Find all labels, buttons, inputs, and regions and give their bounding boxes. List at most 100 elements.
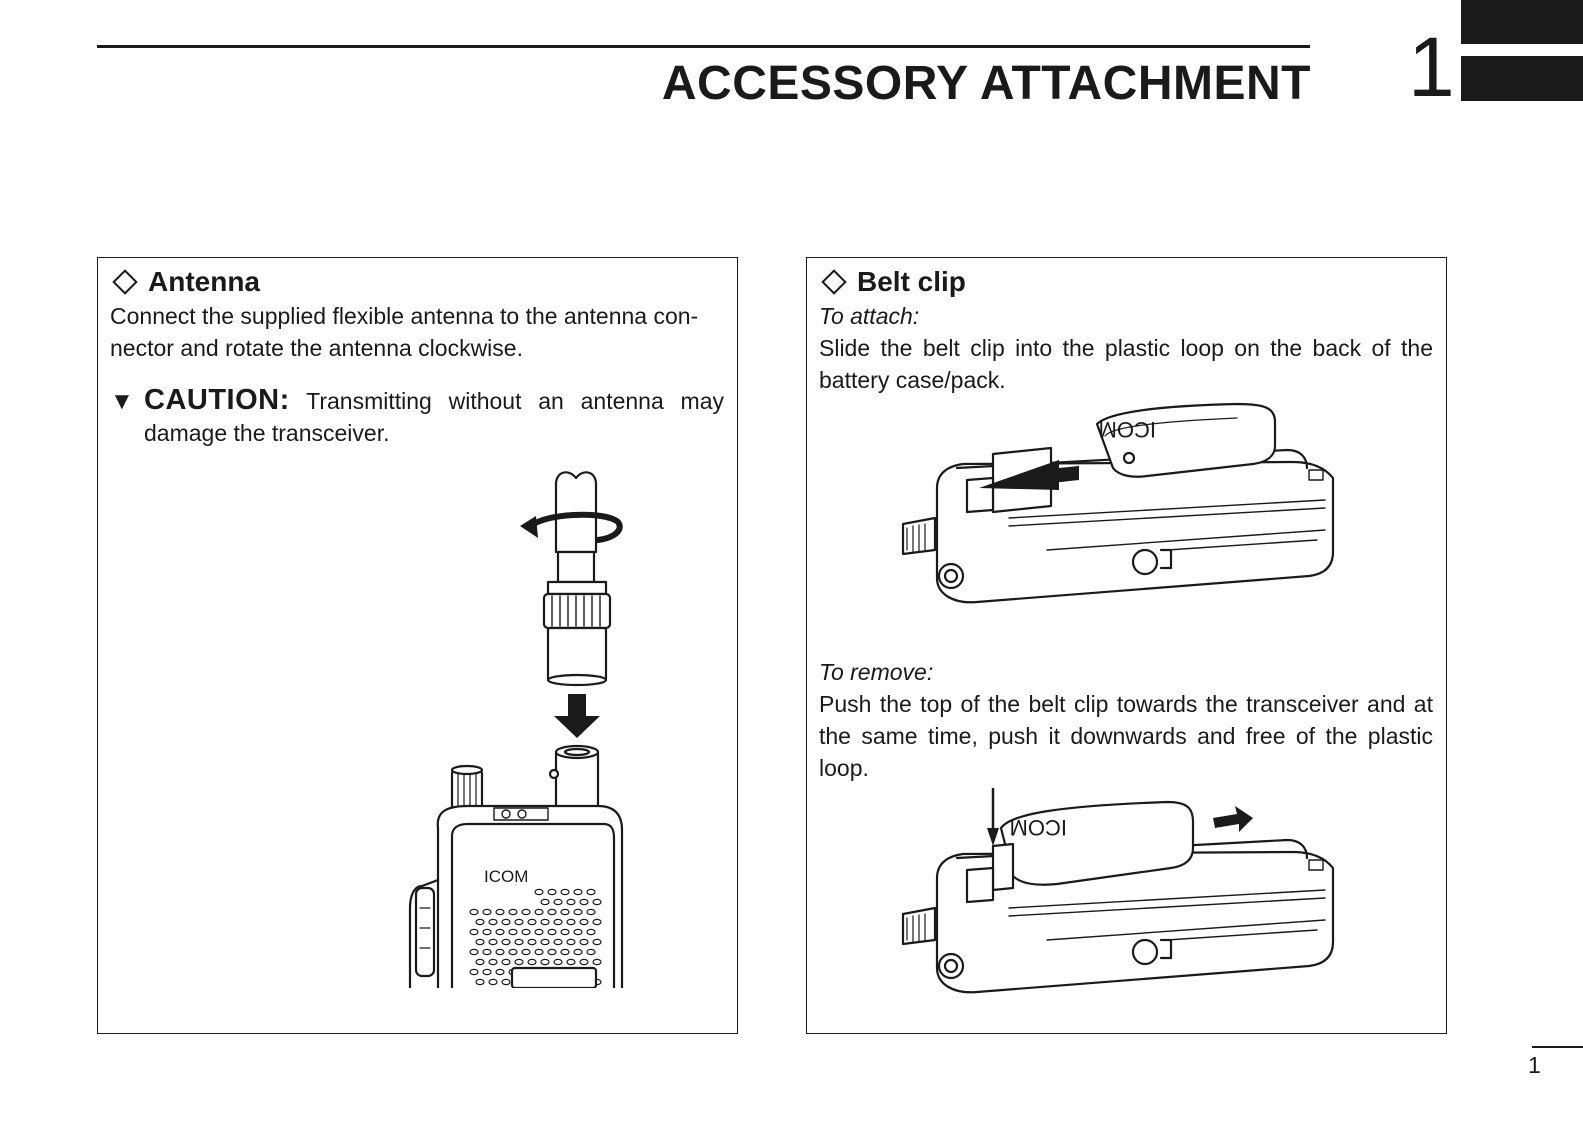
page-number: 1	[1528, 1052, 1541, 1078]
speaker-grille-hole	[488, 938, 498, 946]
speaker-grille-hole	[534, 948, 544, 956]
page-title: ACCESSORY ATTACHMENT	[661, 57, 1311, 110]
speaker-grille-hole	[488, 918, 498, 926]
speaker-grille-hole	[586, 908, 596, 916]
speaker-grille-hole	[553, 898, 563, 906]
antenna-heading: Antenna	[110, 264, 260, 300]
footer-rule	[1532, 1046, 1583, 1048]
speaker-grille-hole	[592, 898, 602, 906]
speaker-grille-hole	[514, 958, 524, 966]
belt-clip-heading-text: Belt clip	[857, 266, 966, 297]
caution-triangle-icon: ▼	[110, 388, 134, 415]
speaker-grille-hole	[560, 948, 570, 956]
speaker-grille-hole	[586, 928, 596, 936]
radio-brand-label: ICOM	[484, 867, 528, 886]
speaker-grille-hole	[469, 908, 479, 916]
speaker-grille-hole	[501, 938, 511, 946]
speaker-grille-hole	[566, 898, 576, 906]
belt-clip-attach-illustration: ICOM	[901, 402, 1335, 604]
speaker-grille-hole	[553, 938, 563, 946]
speaker-grille-hole	[592, 958, 602, 966]
chapter-tab-upper	[1461, 0, 1583, 44]
speaker-grille-hole	[534, 888, 544, 896]
speaker-grille-hole	[586, 948, 596, 956]
speaker-grille-hole	[482, 908, 492, 916]
speaker-grille-hole	[534, 908, 544, 916]
speaker-grille-hole	[579, 898, 589, 906]
speaker-grille-hole	[527, 918, 537, 926]
speaker-grille-hole	[573, 908, 583, 916]
speaker-grille-hole	[592, 918, 602, 926]
speaker-grille-hole	[521, 948, 531, 956]
speaker-grille-hole	[501, 958, 511, 966]
speaker-grille-hole	[475, 978, 485, 986]
speaker-grille-hole	[469, 948, 479, 956]
speaker-grille-hole	[547, 928, 557, 936]
belt-clip-section: Belt clip To attach: Slide the belt clip…	[806, 257, 1447, 1034]
header-rule	[97, 45, 1310, 48]
speaker-grille-hole	[495, 908, 505, 916]
down-arrow-icon	[554, 694, 600, 738]
speaker-grille-hole	[553, 918, 563, 926]
speaker-grille-hole	[540, 958, 550, 966]
speaker-grille-hole	[540, 898, 550, 906]
slide-arrow-icon	[1213, 806, 1253, 832]
rotate-arrow-icon	[520, 511, 623, 543]
speaker-grille-hole	[521, 928, 531, 936]
speaker-grille-hole	[527, 938, 537, 946]
speaker-grille-hole	[469, 928, 479, 936]
speaker-grille-hole	[508, 928, 518, 936]
speaker-grille-hole	[488, 958, 498, 966]
speaker-grille-hole	[553, 958, 563, 966]
speaker-grille-hole	[560, 908, 570, 916]
speaker-grille-hole	[534, 928, 544, 936]
speaker-grille-hole	[475, 958, 485, 966]
speaker-grille-hole	[514, 918, 524, 926]
speaker-grille-hole	[579, 958, 589, 966]
speaker-grille-hole	[560, 928, 570, 936]
antenna-illustration: ICOM	[408, 471, 624, 988]
belt-clip-remove-illustration: ICOM	[901, 788, 1335, 994]
diamond-bullet-icon	[112, 269, 138, 295]
attach-label: To attach:	[819, 303, 920, 329]
speaker-grille-hole	[488, 978, 498, 986]
speaker-grille-hole	[508, 948, 518, 956]
speaker-grille-hole	[482, 948, 492, 956]
chapter-tab-lower	[1461, 56, 1583, 101]
speaker-grille-hole	[566, 958, 576, 966]
slide-arrow-icon	[979, 460, 1079, 490]
speaker-grille-hole	[508, 908, 518, 916]
speaker-grille-hole	[540, 918, 550, 926]
chapter-number: 1	[1408, 20, 1455, 114]
belt-clip-brand-remove: ICOM	[1010, 815, 1067, 840]
speaker-grille-hole	[482, 928, 492, 936]
speaker-grille-hole	[573, 948, 583, 956]
caution-text: Transmitting without an antenna may dama…	[144, 388, 724, 446]
speaker-grille-hole	[579, 918, 589, 926]
remove-instructions: Push the top of the belt clip towards th…	[819, 691, 1433, 781]
speaker-grille-hole	[540, 938, 550, 946]
belt-clip-heading: Belt clip	[819, 264, 966, 300]
speaker-grille-hole	[592, 938, 602, 946]
speaker-grille-hole	[547, 948, 557, 956]
antenna-heading-text: Antenna	[148, 266, 260, 297]
speaker-grille-hole	[495, 948, 505, 956]
attach-instructions: Slide the belt clip into the plastic loo…	[819, 335, 1433, 393]
speaker-grille-hole	[482, 968, 492, 976]
speaker-grille-hole	[475, 918, 485, 926]
speaker-grille-hole	[566, 938, 576, 946]
belt-clip-brand: ICOM	[1099, 417, 1156, 442]
antenna-instructions: Connect the supplied flexible antenna to…	[110, 303, 699, 361]
speaker-grille-hole	[579, 938, 589, 946]
speaker-grille-hole	[560, 888, 570, 896]
speaker-grille-hole	[469, 968, 479, 976]
speaker-grille-hole	[547, 908, 557, 916]
speaker-grille-hole	[586, 888, 596, 896]
speaker-grille-hole	[573, 928, 583, 936]
speaker-grille-hole	[566, 918, 576, 926]
speaker-grille-hole	[495, 928, 505, 936]
speaker-grille-hole	[501, 978, 511, 986]
speaker-grille-hole	[573, 888, 583, 896]
caution-note: ▼ CAUTION: Transmitting without an anten…	[110, 384, 724, 449]
speaker-grille-hole	[521, 908, 531, 916]
